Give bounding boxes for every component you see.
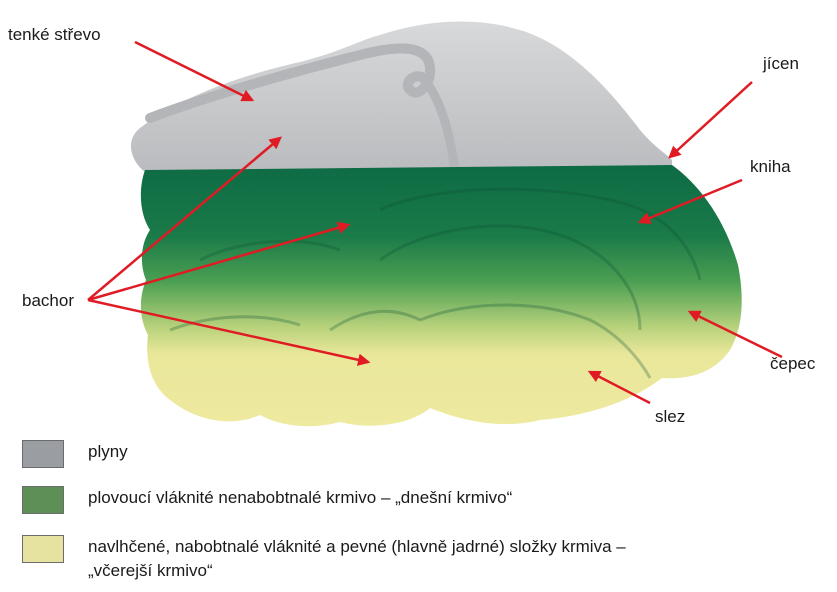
legend-swatch-green bbox=[22, 486, 64, 514]
legend-swatch-gray bbox=[22, 440, 64, 468]
legend-text-soaked-feed: navlhčené, nabobtnalé vláknité a pevné (… bbox=[88, 535, 626, 583]
rumen-diagram bbox=[0, 0, 837, 440]
legend-text-gases: plyny bbox=[88, 440, 128, 464]
label-bachor: bachor bbox=[22, 292, 74, 309]
label-cepec: čepec bbox=[770, 355, 815, 372]
legend-item-soaked-feed: navlhčené, nabobtnalé vláknité a pevné (… bbox=[22, 535, 626, 583]
label-tenke-strevo: tenké střevo bbox=[8, 26, 101, 43]
legend-item-floating-feed: plovoucí vláknité nenabobtnalé krmivo – … bbox=[22, 486, 512, 514]
legend-text-floating-feed: plovoucí vláknité nenabobtnalé krmivo – … bbox=[88, 486, 512, 510]
label-kniha: kniha bbox=[750, 158, 791, 175]
stomach-body bbox=[141, 165, 742, 426]
arrow-jicen bbox=[670, 82, 752, 157]
label-jicen: jícen bbox=[763, 55, 799, 72]
label-slez: slez bbox=[655, 408, 685, 425]
legend-item-gases: plyny bbox=[22, 440, 128, 468]
legend-text-soaked-feed-line1: navlhčené, nabobtnalé vláknité a pevné (… bbox=[88, 535, 626, 559]
arrow-tenke-strevo bbox=[135, 42, 252, 100]
legend-swatch-yellow bbox=[22, 535, 64, 563]
legend-text-soaked-feed-line2: „včerejší krmivo“ bbox=[88, 559, 626, 583]
